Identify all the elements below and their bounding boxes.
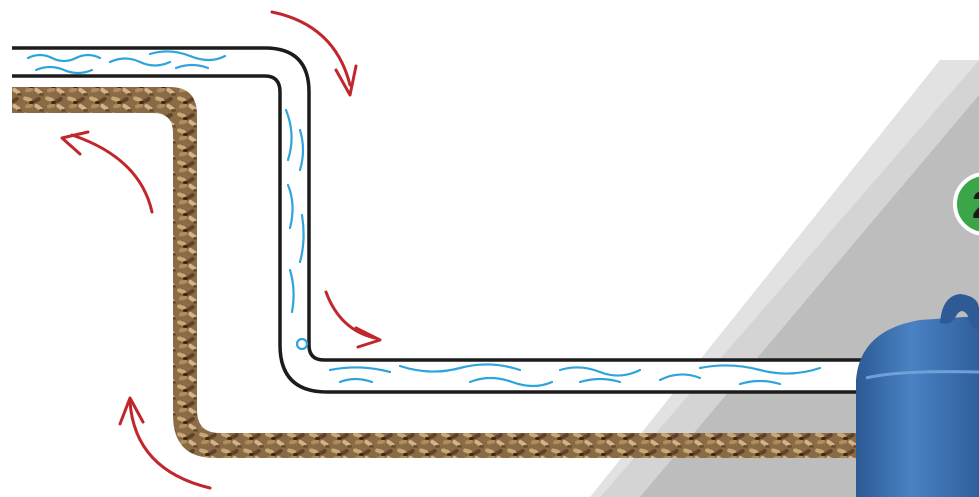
step-number: 2 bbox=[972, 185, 979, 227]
curved-arrow-icon bbox=[62, 132, 152, 212]
curved-arrow-icon bbox=[326, 292, 380, 347]
flow-arrows bbox=[62, 12, 380, 488]
